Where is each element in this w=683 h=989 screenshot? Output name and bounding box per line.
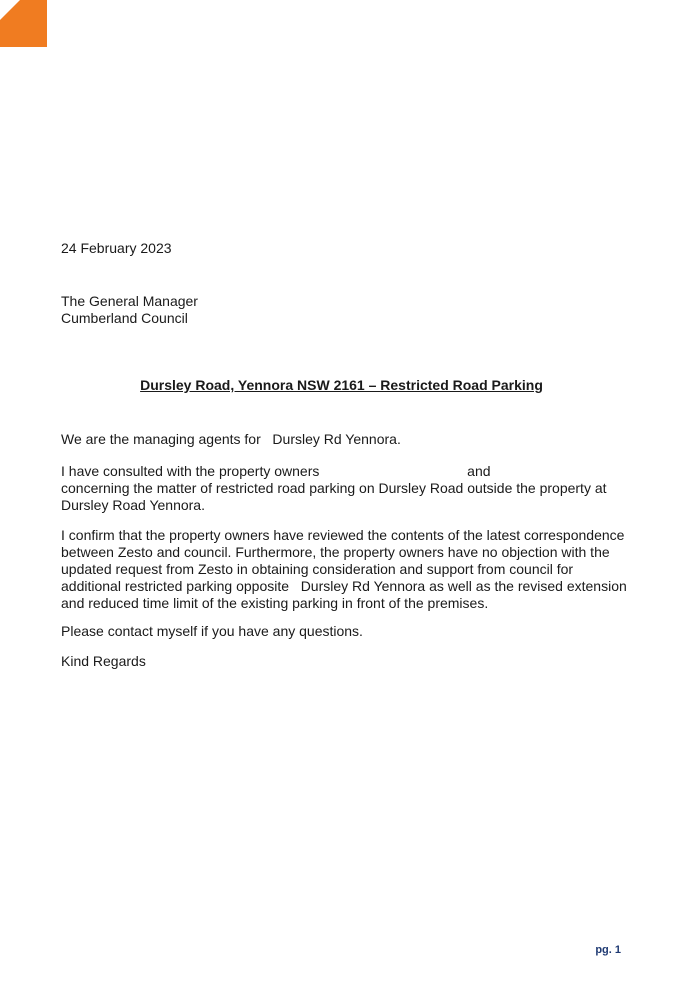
letter-subject: Dursley Road, Yennora NSW 2161 – Restric… (140, 377, 543, 393)
paragraph-line: additional restricted parking opposite D… (61, 578, 627, 594)
addressee-line: Cumberland Council (61, 310, 188, 326)
paragraph-line: Kind Regards (61, 653, 146, 669)
paragraph-managing-agents: We are the managing agents for Dursley R… (61, 431, 401, 448)
paragraph-line: We are the managing agents for Dursley R… (61, 431, 401, 447)
paragraph-contact: Please contact myself if you have any qu… (61, 623, 363, 640)
addressee-block: The General Manager Cumberland Council (61, 293, 198, 327)
paragraph-line: updated request from Zesto in obtaining … (61, 561, 574, 577)
paragraph-line: I confirm that the property owners have … (61, 527, 625, 543)
letter-date: 24 February 2023 (61, 240, 172, 256)
paragraph-line: and reduced time limit of the existing p… (61, 595, 489, 611)
paragraph-line: between Zesto and council. Furthermore, … (61, 544, 610, 560)
paragraph-line: I have consulted with the property owner… (61, 463, 491, 479)
paragraph-consulted-owners: I have consulted with the property owner… (61, 463, 607, 514)
paragraph-line: concerning the matter of restricted road… (61, 480, 607, 496)
paragraph-line: Please contact myself if you have any qu… (61, 623, 363, 639)
corner-accent-mark (0, 0, 47, 47)
paragraph-line: Dursley Road Yennora. (61, 497, 205, 513)
sign-off: Kind Regards (61, 653, 146, 670)
page-number: pg. 1 (595, 944, 621, 956)
addressee-line: The General Manager (61, 293, 198, 309)
paragraph-confirmation: I confirm that the property owners have … (61, 527, 627, 612)
